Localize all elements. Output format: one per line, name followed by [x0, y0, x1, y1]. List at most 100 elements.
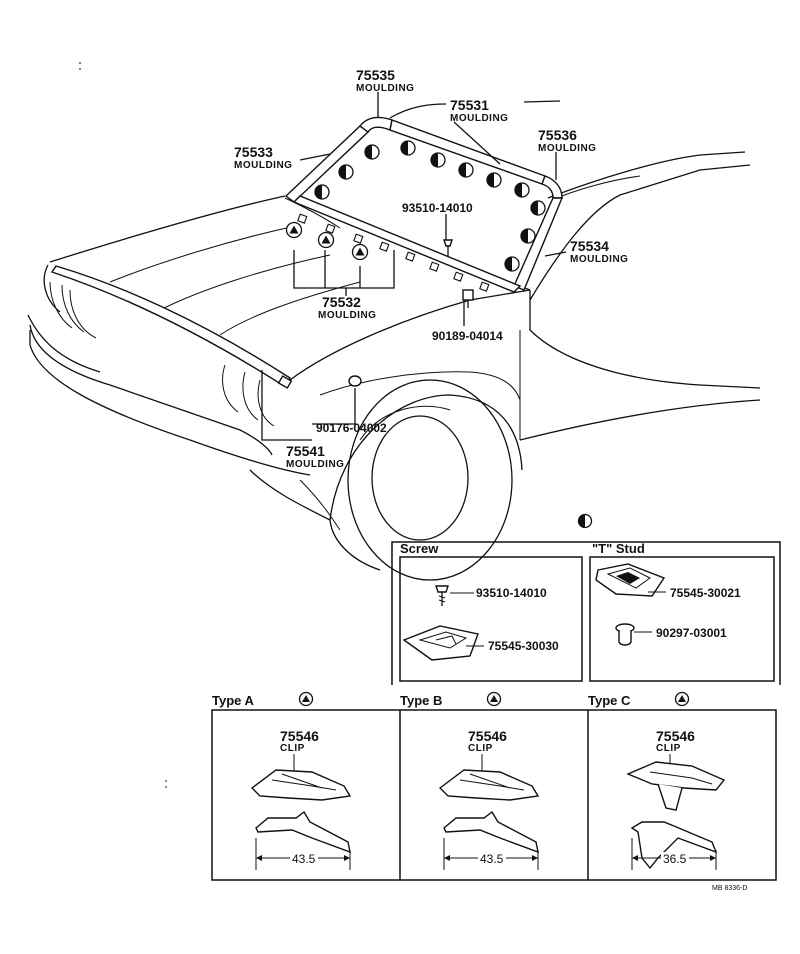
part-name: MOULDING — [538, 143, 596, 154]
car-body-drawing — [27, 62, 761, 790]
clip-dimension: 43.5 — [292, 852, 316, 866]
clip-drawing — [626, 761, 726, 811]
half-moon-symbol — [577, 513, 593, 529]
half-moon-marker-icon — [314, 184, 330, 200]
part-number: 75534 — [570, 238, 609, 254]
callout-93510: 93510-14010 — [402, 201, 473, 215]
clip-type-label: Type A — [212, 693, 255, 708]
half-moon-marker-icon — [338, 164, 354, 180]
clip-part-number: 75546 — [468, 728, 507, 744]
part-name: MOULDING — [570, 254, 628, 265]
half-moon-marker-icon — [364, 144, 380, 160]
part-name: MOULDING — [286, 459, 344, 470]
half-moon-marker-icon — [514, 182, 530, 198]
t-stud-title: "T" Stud — [592, 541, 645, 556]
part-name: MOULDING — [234, 160, 292, 171]
clip-dimension: 36.5 — [663, 852, 687, 866]
clip-profile-drawing — [630, 821, 718, 870]
half-moon-marker-icon — [504, 256, 520, 272]
callout-75531: 75531 MOULDING — [450, 97, 508, 124]
part-number: 75536 — [538, 127, 577, 143]
clip-drawing — [250, 769, 352, 801]
part-name: MOULDING — [318, 310, 376, 321]
callout-75533: 75533 MOULDING — [234, 144, 292, 171]
callout-90176: 90176-04002 — [316, 421, 387, 435]
moulding-75532-shape — [292, 195, 522, 293]
part-number: 75541 — [286, 443, 325, 459]
dimension-line: 43.5 — [255, 838, 351, 870]
callout-75534: 75534 MOULDING — [570, 238, 628, 265]
part-name: MOULDING — [356, 83, 414, 94]
t-stud-pin-icon — [615, 623, 635, 646]
callout-leaders — [261, 92, 567, 441]
triangle-marker-icon — [674, 691, 690, 707]
clip-type-label: Type C — [588, 693, 631, 708]
half-moon-marker-icon — [520, 228, 536, 244]
half-moon-marker-icon — [400, 140, 416, 156]
clip-profile-drawing — [255, 810, 351, 854]
fastener-90189-icon — [462, 289, 474, 308]
moulding-clip-icon — [479, 281, 490, 292]
callout-75532: 75532 MOULDING — [318, 294, 376, 321]
callout-75535: 75535 MOULDING — [356, 67, 414, 94]
fastener-legend: Screw "T" Stud 93510-14010 75545-30030 7… — [391, 513, 781, 685]
clip-part-name: CLIP — [468, 743, 493, 754]
dimension-line: 36.5 — [631, 838, 717, 870]
screw-title: Screw — [400, 541, 439, 556]
part-number: 75533 — [234, 144, 273, 160]
clip-types-frame — [211, 709, 777, 881]
triangle-marker-icon — [351, 243, 369, 261]
triangle-marker-icon — [486, 691, 502, 707]
screw-panel — [399, 556, 583, 682]
moulding-clip-icon — [353, 233, 364, 244]
triangle-marker-icon — [317, 231, 335, 249]
clip-part-name: CLIP — [280, 743, 305, 754]
moulding-clip-icon — [379, 241, 390, 252]
part-number: 90176-04002 — [316, 421, 387, 435]
clip-type-label: Type B — [400, 693, 442, 708]
clip-part-name: CLIP — [656, 743, 681, 754]
half-moon-marker-icon — [486, 172, 502, 188]
half-moon-marker-icon — [530, 200, 546, 216]
half-moon-marker-icon — [430, 152, 446, 168]
moulding-clip-icon — [325, 223, 336, 234]
windshield-mouldings — [277, 116, 564, 389]
screw-part-1: 93510-14010 — [476, 586, 547, 600]
moulding-75535-shape — [359, 116, 393, 134]
bottom-clips — [297, 213, 490, 292]
dimension-line: 43.5 — [443, 838, 539, 870]
part-name: MOULDING — [450, 113, 508, 124]
screw-nut-clip-icon — [402, 625, 479, 661]
part-number: 75531 — [450, 97, 489, 113]
t-stud-part-2: 90297-03001 — [656, 626, 727, 640]
moulding-clip-icon — [297, 213, 308, 224]
clip-markers — [285, 221, 369, 261]
half-moon-marker-icon — [458, 162, 474, 178]
clip-part-number: 75546 — [280, 728, 319, 744]
moulding-clip-icon — [429, 261, 440, 272]
drawing-code: MB 8336-D — [712, 885, 747, 892]
screw-icon — [435, 585, 449, 606]
t-stud-panel — [589, 556, 775, 682]
t-stud-markers — [314, 140, 546, 272]
t-stud-part-1: 75545-30021 — [670, 586, 741, 600]
clip-dimension: 43.5 — [480, 852, 504, 866]
moulding-75536-shape — [541, 175, 563, 199]
part-number: 75532 — [322, 294, 361, 310]
fastener-90176-icon — [348, 375, 362, 387]
triangle-marker-icon — [285, 221, 303, 239]
clip-part-number: 75546 — [656, 728, 695, 744]
part-number: 75535 — [356, 67, 395, 83]
callout-75536: 75536 MOULDING — [538, 127, 596, 154]
part-number: 90189-04014 — [432, 329, 503, 343]
screw-part-2: 75545-30030 — [488, 639, 559, 653]
clip-drawing — [438, 769, 540, 801]
moulding-clip-icon — [453, 271, 464, 282]
triangle-marker-icon — [298, 691, 314, 707]
clip-profile-drawing — [443, 810, 539, 854]
